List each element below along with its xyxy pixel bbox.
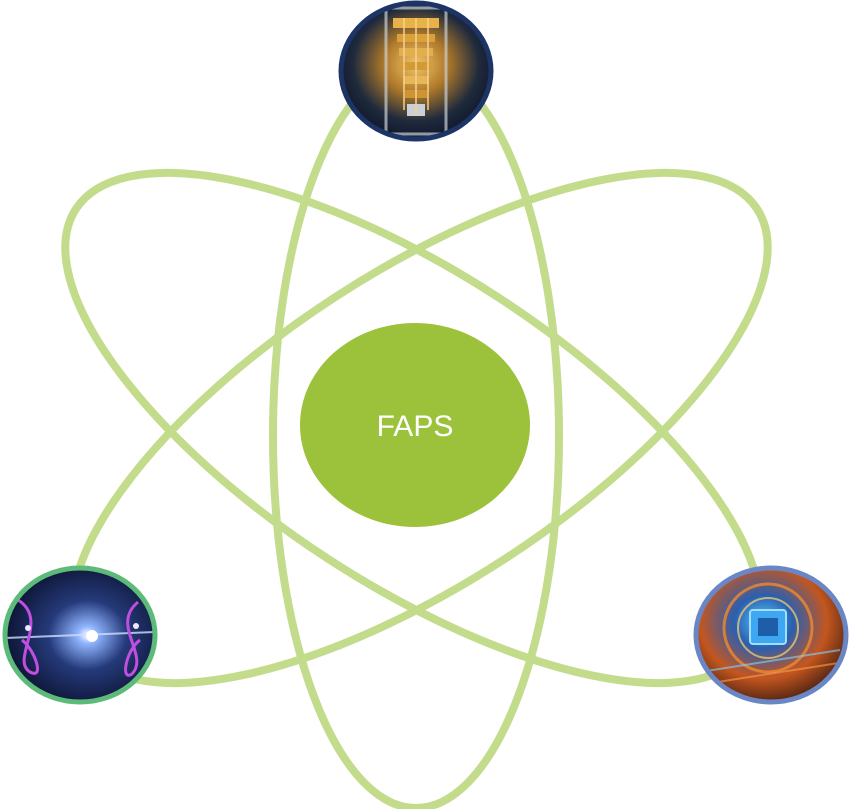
quantum-computer-image bbox=[338, 0, 494, 142]
center-nucleus bbox=[300, 323, 530, 527]
particle-icon bbox=[5, 598, 155, 677]
center-label: FAPS bbox=[377, 410, 454, 443]
particle-interaction-image bbox=[2, 565, 158, 705]
chip-icon bbox=[699, 582, 846, 685]
microchip-image bbox=[693, 565, 849, 705]
quantum-computer-icon bbox=[384, 6, 448, 136]
